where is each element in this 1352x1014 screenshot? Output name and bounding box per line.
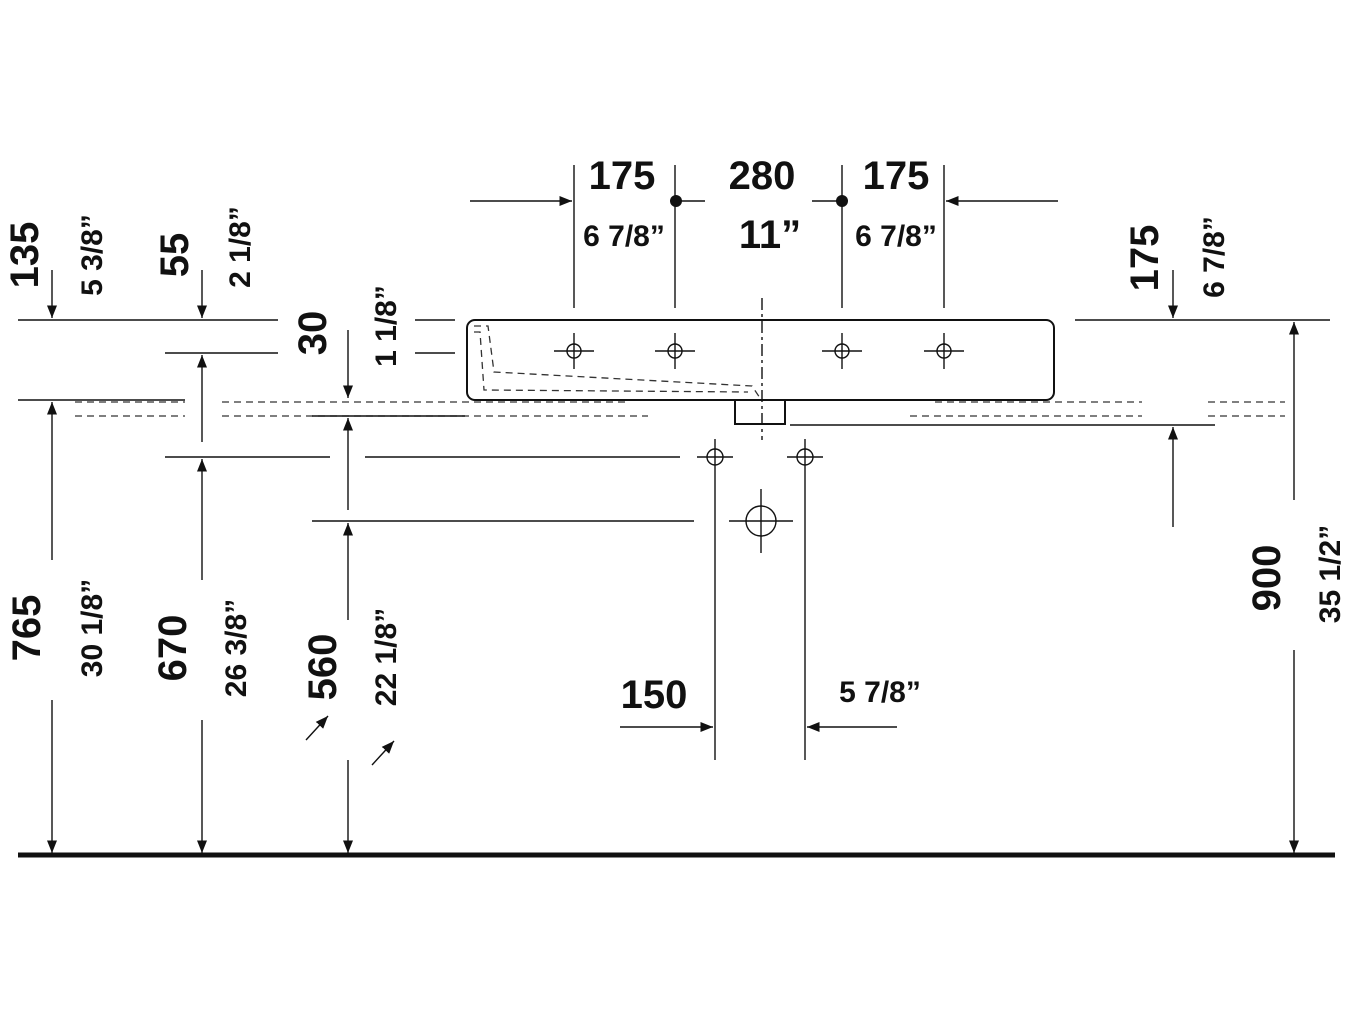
dim-30-inch: 1 1/8” [370, 285, 403, 367]
dim-135-mm: 135 [3, 222, 47, 289]
dim-top-left-inch: 6 7/8” [583, 220, 665, 253]
dim-150-inch: 5 7/8” [839, 676, 921, 709]
dim-765-mm: 765 [5, 595, 49, 662]
water-connections [697, 439, 823, 760]
dim-top-right-inch: 6 7/8” [855, 220, 937, 253]
dim-900-mm: 900 [1245, 545, 1289, 612]
dim-top-right-mm: 175 [863, 154, 930, 198]
dim-765-inch: 30 1/8” [76, 579, 109, 677]
dim-670-inch: 26 3/8” [220, 599, 253, 697]
dim-top-left-mm: 175 [589, 154, 656, 198]
dim-560-inch: 22 1/8” [370, 608, 403, 706]
vertical-dimension-arrows [46, 270, 1300, 853]
dim-right-175-mm: 175 [1123, 225, 1167, 292]
dim-670-mm: 670 [151, 615, 195, 682]
top-dimension-lines [470, 165, 1058, 308]
dim-top-mid-mm: 280 [729, 154, 796, 198]
dim-right-175-inch: 6 7/8” [1198, 216, 1231, 298]
tap-hole-markers [554, 333, 964, 369]
dim-900-inch: 35 1/2” [1314, 525, 1347, 623]
reference-lines [18, 319, 1330, 522]
dim-135-inch: 5 3/8” [76, 214, 109, 296]
dim-30-mm: 30 [291, 311, 335, 356]
basin-outline [466, 298, 1055, 440]
dim-top-mid-inch: 11” [739, 213, 801, 257]
dim-560-mm: 560 [301, 634, 345, 701]
dim-150-mm: 150 [621, 673, 688, 717]
dim-55-inch: 2 1/8” [224, 206, 257, 288]
dim-55-mm: 55 [153, 233, 197, 278]
